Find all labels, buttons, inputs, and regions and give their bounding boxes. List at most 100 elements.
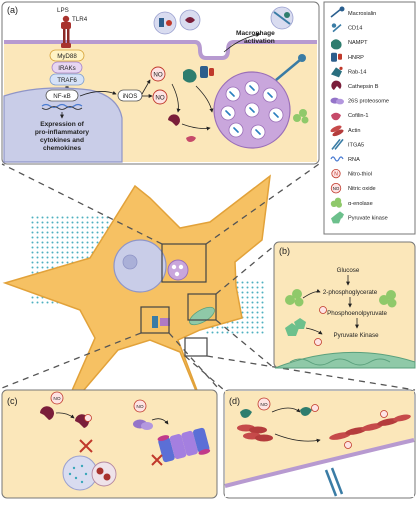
- legend-label: Rab-14: [348, 69, 366, 75]
- legend-label: Cathepsin B: [348, 84, 379, 90]
- nitrosylated-cathepsin-icon: [75, 414, 92, 428]
- macrophage-activation-line-1: Macrophage: [236, 30, 275, 37]
- nitric-oxide-icon: [133, 399, 147, 413]
- svg-text:NO: NO: [333, 186, 340, 191]
- nitro-thiol-icon: [319, 306, 327, 314]
- expression-line-4: chemokines: [43, 145, 81, 152]
- roi-d: [184, 337, 208, 357]
- panel-d-no: NO: [260, 402, 267, 408]
- legend-label: Pyruvate kinase: [348, 215, 388, 221]
- legend-label: 26S proteosome: [348, 99, 389, 105]
- adaptor-chain: MyD88 IRAKs TRAF6: [49, 49, 85, 91]
- nitric-oxide-icon: [152, 89, 168, 105]
- legend-label: NAMPT: [348, 40, 368, 46]
- hnrp-icon: [331, 52, 342, 62]
- hnrp-icon: [200, 66, 214, 78]
- panel-d: (d) NO: [223, 389, 416, 499]
- cell-nucleus: [113, 239, 167, 293]
- tlr4-label: TLR4: [72, 16, 88, 23]
- expression-line-1: Expression of: [40, 121, 84, 128]
- lysosome: [213, 71, 291, 149]
- actin-filament-icon: [329, 414, 411, 440]
- iraks-label: IRAKs: [58, 65, 76, 72]
- glucose-label: Glucose: [337, 267, 360, 274]
- inhibition-x-icon: [151, 454, 163, 466]
- enolase-icon: [285, 289, 304, 307]
- panel-b-letter: (b): [279, 246, 290, 256]
- inos-label: iNOS: [123, 93, 138, 100]
- legend-label: ITGA5: [348, 142, 364, 148]
- cathepsin-b-icon: [40, 406, 54, 420]
- actin-icon: [330, 125, 344, 137]
- no-label-2: NO: [155, 95, 164, 102]
- zoom-connectors: [1, 163, 416, 391]
- secreted-vesicle-2: [179, 9, 201, 31]
- legend-label: Actin: [348, 128, 360, 134]
- central-cell: [1, 163, 416, 431]
- secreted-vesicle-3: [270, 6, 294, 30]
- rna-icon: [330, 156, 344, 162]
- panel-c-no-1: NO: [53, 396, 60, 402]
- pyruvate-kinase-label: Pyruvate Kinase: [333, 332, 379, 339]
- expression-line-3: cytokines and: [40, 137, 84, 144]
- proteosome-icon: [330, 97, 344, 105]
- 2pg-label: 2-phosphoglycerate: [323, 289, 378, 296]
- pyruvate-kinase-icon: [285, 318, 306, 336]
- legend-label: CD14: [348, 26, 362, 32]
- nitric-oxide-icon: [257, 397, 271, 411]
- legend-label: Nitric oxide: [348, 186, 376, 192]
- panel-a-letter: (a): [7, 5, 18, 15]
- legend-label: Nitro-thiol: [348, 172, 372, 178]
- panel-a-nucleus: NF-κB Expression of pro-inflammatory cyt…: [3, 87, 123, 163]
- nitro-thiol-icon: N: [331, 169, 341, 179]
- itga5-icon: [275, 54, 306, 81]
- lps-label: LPS: [57, 7, 69, 14]
- legend-label: HNRP: [348, 55, 364, 61]
- cell-lysosome: [167, 259, 189, 281]
- proteosome-icon: [157, 427, 211, 463]
- nitro-thiol-icon: [380, 410, 388, 418]
- panel-c-letter: (c): [7, 396, 18, 406]
- nfkb-label: NF-κB: [53, 93, 71, 100]
- inos-box: [117, 89, 143, 102]
- cofilin-icon: [331, 112, 341, 121]
- cd14-icon: [331, 23, 342, 33]
- inhibition-x-icon: [79, 439, 93, 453]
- no-label-1: NO: [153, 72, 162, 79]
- roi-b: [187, 293, 217, 321]
- macrophage-activation-line-2: activation: [244, 38, 275, 45]
- panel-a-membrane: [4, 40, 317, 60]
- macrosialin-icon: [330, 6, 345, 18]
- tlr4-receptor-icon: [61, 15, 71, 48]
- expression-line-2: pro-inflammatory: [35, 129, 90, 136]
- itga5-icon: [331, 138, 344, 150]
- traf6-label: TRAF6: [57, 77, 77, 84]
- roi-c: [140, 306, 170, 334]
- nampt-icon: [183, 69, 197, 83]
- panel-d-letter: (d): [229, 396, 240, 406]
- svg-text:N: N: [334, 172, 338, 178]
- cell-vesicle: [152, 316, 158, 328]
- rab14-icon: [331, 66, 343, 78]
- actin-icon: [237, 424, 273, 442]
- legend-label: α-enolase: [348, 201, 373, 207]
- cell-body: [2, 174, 271, 431]
- myd88-label: MyD88: [57, 53, 77, 60]
- enolase-icon: [379, 290, 397, 308]
- legend-label: RNA: [348, 157, 360, 163]
- dna-icon: [41, 103, 83, 109]
- cofilin-icon: [186, 136, 196, 142]
- panel-c-no-2: NO: [136, 404, 143, 410]
- nitro-thiol-icon: [344, 441, 352, 449]
- cofilin-icon: [240, 409, 252, 418]
- pyruvate-kinase-icon: [331, 211, 344, 224]
- nampt-icon: [331, 39, 342, 50]
- legend-label: Macrosialin: [348, 11, 376, 17]
- enolase-icon: [293, 109, 309, 124]
- nitric-oxide-icon: [150, 66, 166, 82]
- nitro-thiol-icon: [314, 338, 322, 346]
- nitrosylated-cofilin-icon: [300, 404, 319, 416]
- proteosome-subunit-icon: [133, 419, 153, 430]
